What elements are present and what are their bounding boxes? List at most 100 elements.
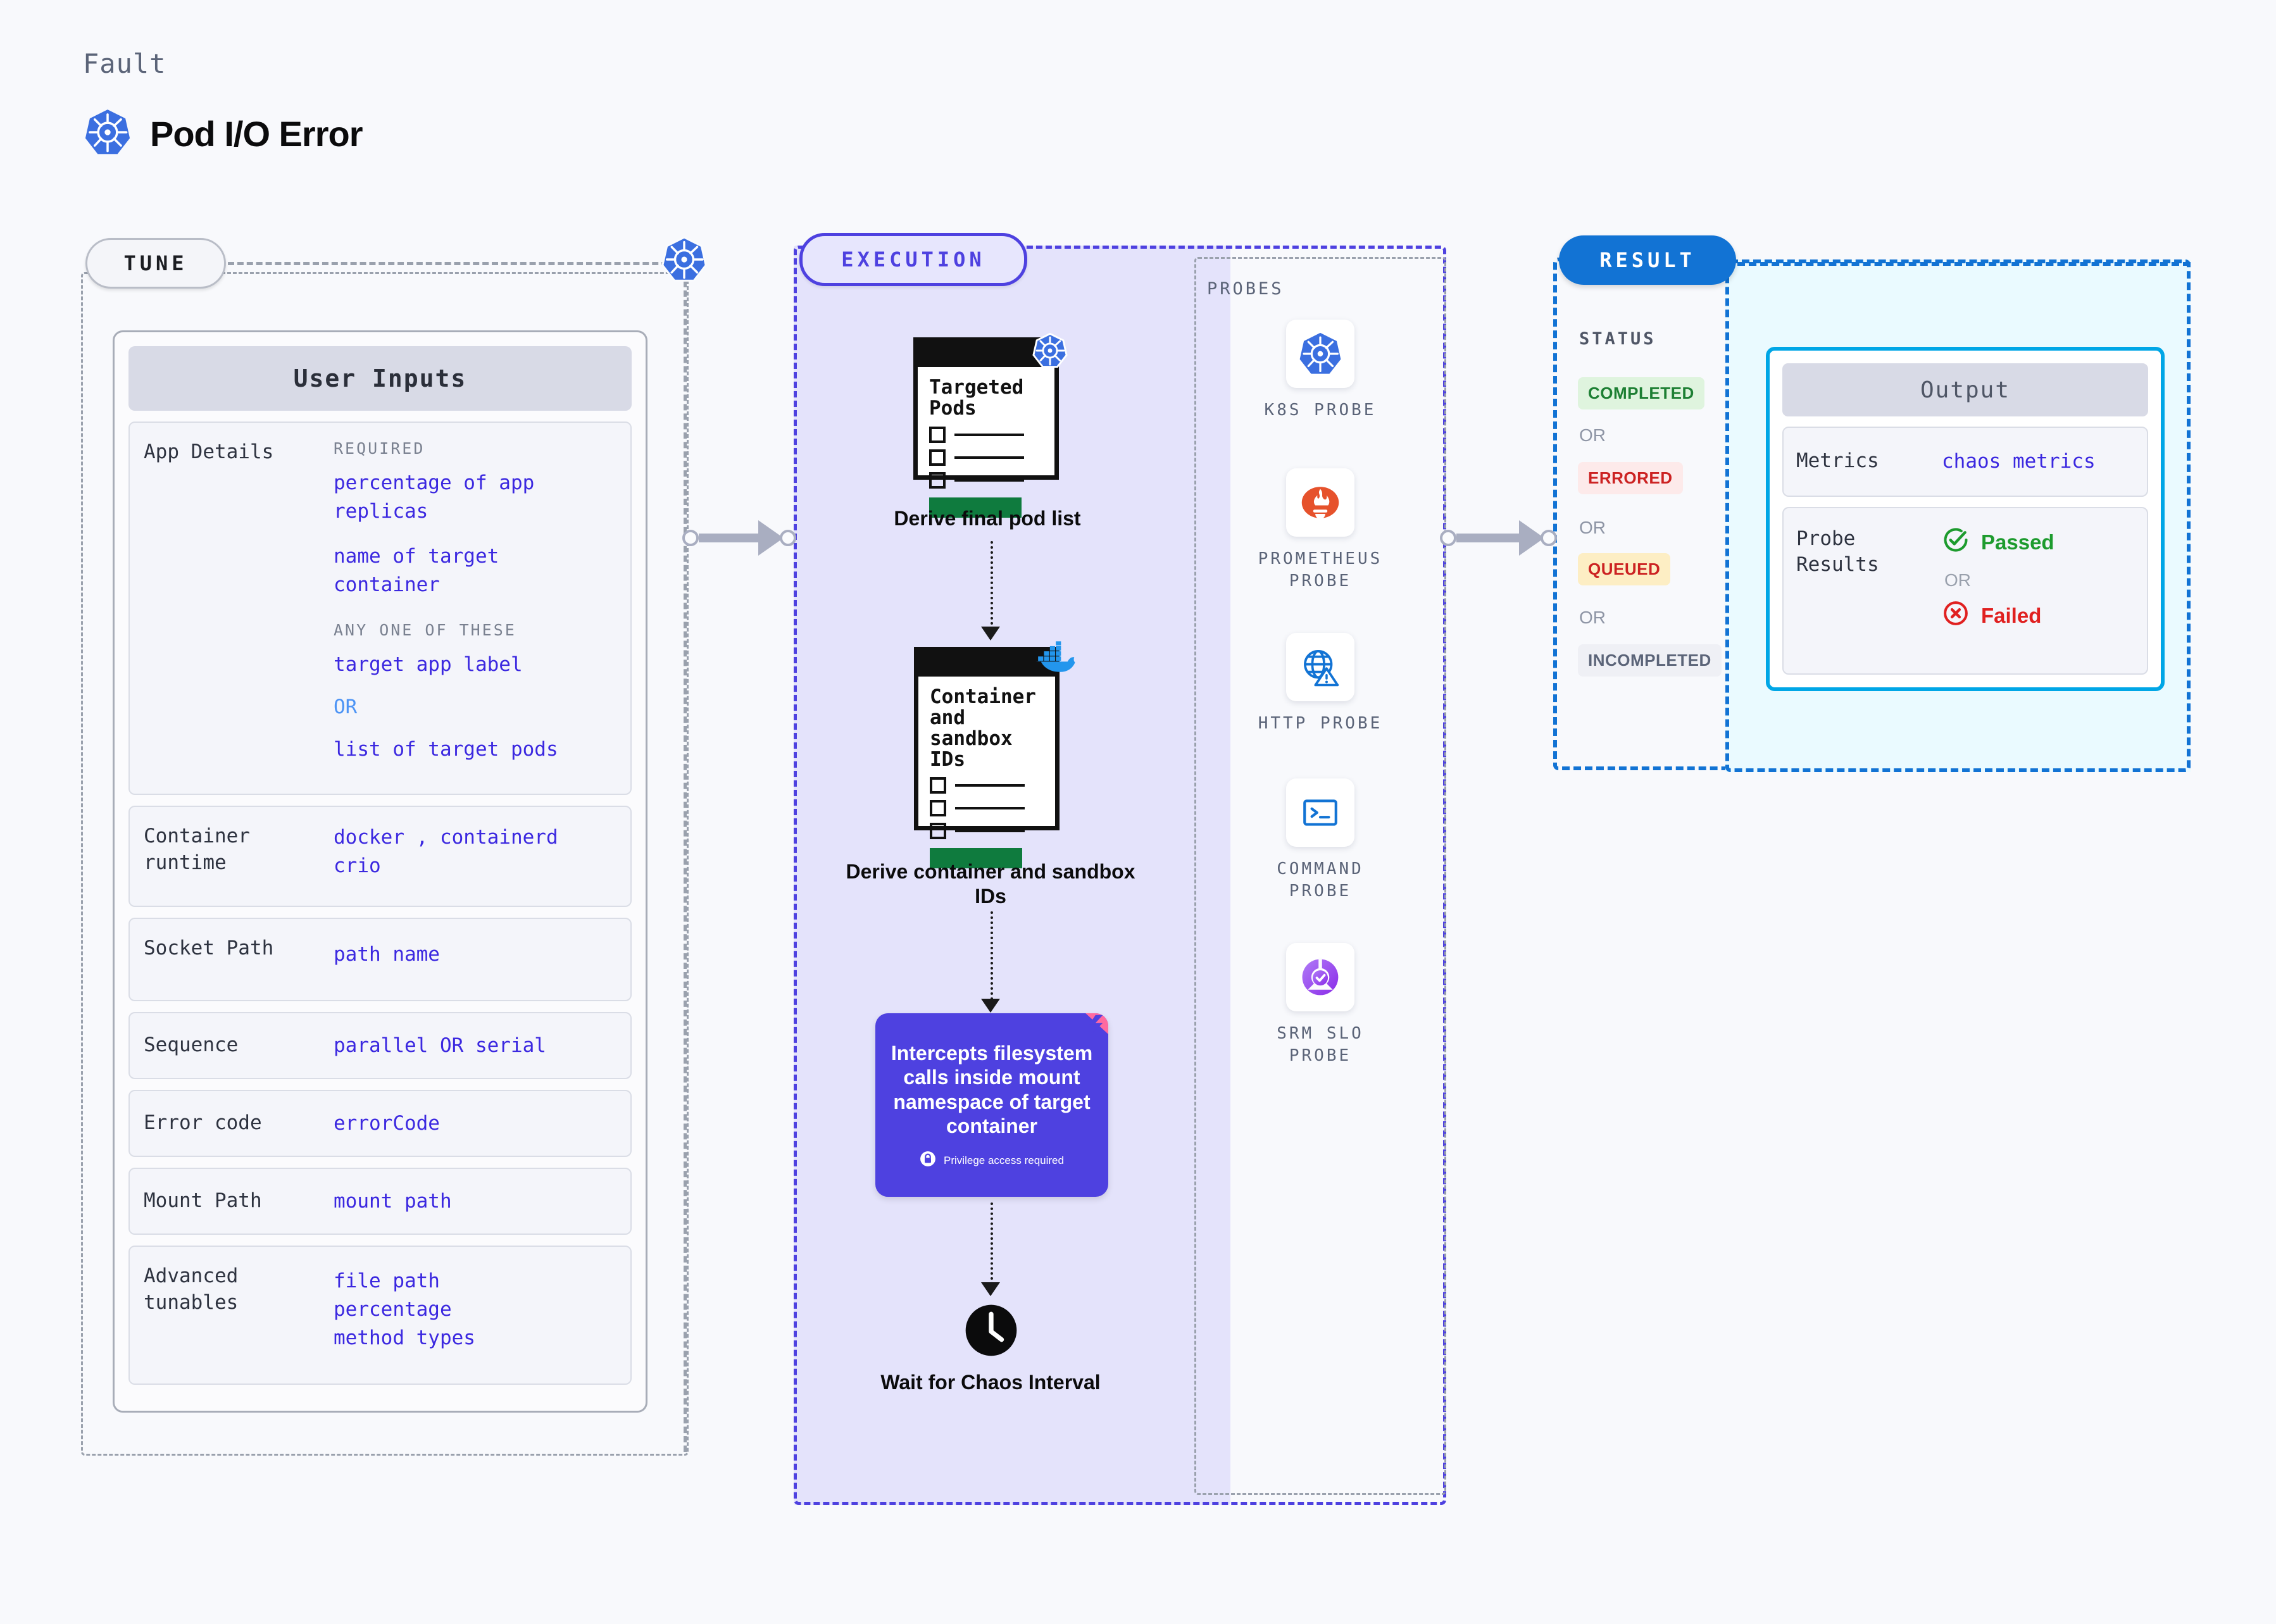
kubernetes-icon (83, 108, 132, 160)
field-label: Socket Path (144, 937, 274, 959)
list-item (930, 800, 1044, 817)
field-value: path name (334, 943, 440, 966)
field-error-code[interactable]: Error code errorCode (128, 1090, 632, 1157)
probes-title: PROBES (1207, 279, 1284, 299)
kubernetes-icon (660, 235, 708, 287)
lock-icon (920, 1151, 936, 1170)
field-value: file path (334, 1270, 440, 1292)
failed-label: Failed (1981, 603, 2042, 627)
field-subheading: ANY ONE OF THESE (334, 620, 516, 639)
field-value: list of target pods (334, 737, 558, 761)
status-title: STATUS (1579, 329, 1656, 349)
card-titlebar (918, 342, 1054, 367)
kubernetes-icon (1286, 320, 1354, 388)
user-inputs-card: User Inputs App Details REQUIRED percent… (113, 330, 647, 1413)
page-title-row: Pod I/O Error (83, 108, 363, 160)
page-kicker: Fault (83, 48, 166, 79)
field-label: Sequence (144, 1034, 239, 1057)
probe-label: SRM SLO PROBE (1277, 1024, 1364, 1066)
connector-tune-to-execution (682, 520, 796, 556)
globe-warning-icon (1286, 633, 1354, 701)
list-item (930, 823, 1044, 840)
tune-pill: TUNE (85, 238, 226, 289)
field-value: parallel OR serial (334, 1034, 546, 1057)
output-probe-results-row[interactable]: Probe Results Passed OR (1782, 506, 2148, 675)
probe-srm-slo[interactable]: SRM SLO PROBE (1244, 943, 1396, 1067)
field-app-details[interactable]: App Details REQUIRED percentage of app r… (128, 422, 632, 795)
field-sequence[interactable]: Sequence parallel OR serial (128, 1012, 632, 1079)
status-or: OR (1579, 425, 1606, 445)
litmus-ribbon-icon (1075, 1013, 1108, 1049)
result-pill: RESULT (1559, 235, 1736, 285)
field-label: Error code (144, 1111, 262, 1135)
clock-icon (963, 1302, 1019, 1361)
privilege-note: Privilege access required (920, 1151, 1064, 1170)
flow-line (991, 1202, 993, 1285)
step-label: Derive container and sandbox IDs (846, 860, 1135, 908)
field-subheading: REQUIRED (334, 439, 425, 458)
field-label: Container runtime (144, 825, 250, 874)
flow-line (991, 541, 993, 630)
list-item (929, 426, 1043, 443)
passed-label: Passed (1981, 530, 2054, 554)
status-or: OR (1579, 608, 1606, 627)
status-badge-queued: QUEUED (1578, 553, 1671, 585)
connector-execution-to-result (1440, 520, 1557, 556)
probe-prometheus[interactable]: PROMETHEUS PROBE (1244, 468, 1396, 592)
probe-label: K8S PROBE (1264, 401, 1377, 420)
output-card: Output Metrics chaos metrics Probe Resul… (1766, 347, 2165, 691)
flow-arrow (981, 627, 1000, 640)
probe-result-passed: Passed (1942, 526, 2134, 559)
probe-results-label: Probe Results (1796, 527, 1879, 577)
wait-label: Wait for Chaos Interval (880, 1371, 1101, 1394)
tune-pill-connector (228, 262, 677, 265)
field-socket-path[interactable]: Socket Path path name (128, 918, 632, 1001)
field-value: method types (334, 1326, 475, 1349)
field-mount-path[interactable]: Mount Path mount path (128, 1168, 632, 1235)
field-value: docker , containerd (334, 826, 558, 849)
field-advanced-tunables[interactable]: Advanced tunables file path percentage m… (128, 1246, 632, 1385)
x-circle-icon (1942, 599, 1970, 632)
probe-result-or: OR (1944, 570, 1971, 590)
field-value: crio (334, 854, 381, 877)
probe-label: HTTP PROBE (1258, 714, 1383, 733)
field-value: errorCode (334, 1111, 440, 1135)
progress-bar (929, 497, 1022, 518)
privilege-label: Privilege access required (944, 1154, 1064, 1166)
tune-panel (81, 272, 689, 1456)
check-circle-icon (1942, 526, 1970, 559)
result-output-panel (1725, 259, 2191, 772)
prometheus-icon (1286, 468, 1354, 537)
step-label: Derive final pod list (894, 507, 1081, 530)
flow-arrow (981, 1282, 1000, 1296)
metrics-value: chaos metrics (1942, 449, 2096, 473)
tune-right-border (684, 262, 687, 1452)
field-container-runtime[interactable]: Container runtime docker , containerd cr… (128, 806, 632, 907)
field-or: OR (334, 695, 358, 718)
probe-label: PROMETHEUS PROBE (1258, 549, 1383, 591)
list-item (930, 777, 1044, 794)
field-label: Advanced tunables (144, 1265, 239, 1314)
probe-command[interactable]: COMMAND PROBE (1244, 778, 1396, 903)
list-item (929, 472, 1043, 489)
progress-bar (930, 848, 1022, 869)
probe-k8s[interactable]: K8S PROBE (1244, 320, 1396, 422)
fault-injection-card: Intercepts filesystem calls inside mount… (875, 1013, 1108, 1197)
injection-text: Intercepts filesystem calls inside mount… (891, 1041, 1093, 1137)
metrics-label: Metrics (1796, 449, 1879, 473)
docker-icon (1033, 639, 1077, 679)
field-value: percentage (334, 1297, 452, 1321)
card-title: Container and sandbox IDs (930, 685, 1036, 771)
result-pill-connector (1737, 262, 2191, 266)
card-title: Targeted Pods (929, 376, 1024, 420)
probe-result-failed: Failed (1942, 599, 2134, 632)
list-item (929, 449, 1043, 466)
probes-panel (1194, 257, 1446, 1495)
page-title: Pod I/O Error (150, 114, 363, 154)
output-metrics-row[interactable]: Metrics chaos metrics (1782, 427, 2148, 497)
srm-slo-icon (1286, 943, 1354, 1011)
field-label: App Details (144, 440, 274, 463)
status-badge-errored: ERRORED (1578, 462, 1683, 494)
field-label: Mount Path (144, 1189, 262, 1213)
probe-http[interactable]: HTTP PROBE (1244, 633, 1396, 735)
